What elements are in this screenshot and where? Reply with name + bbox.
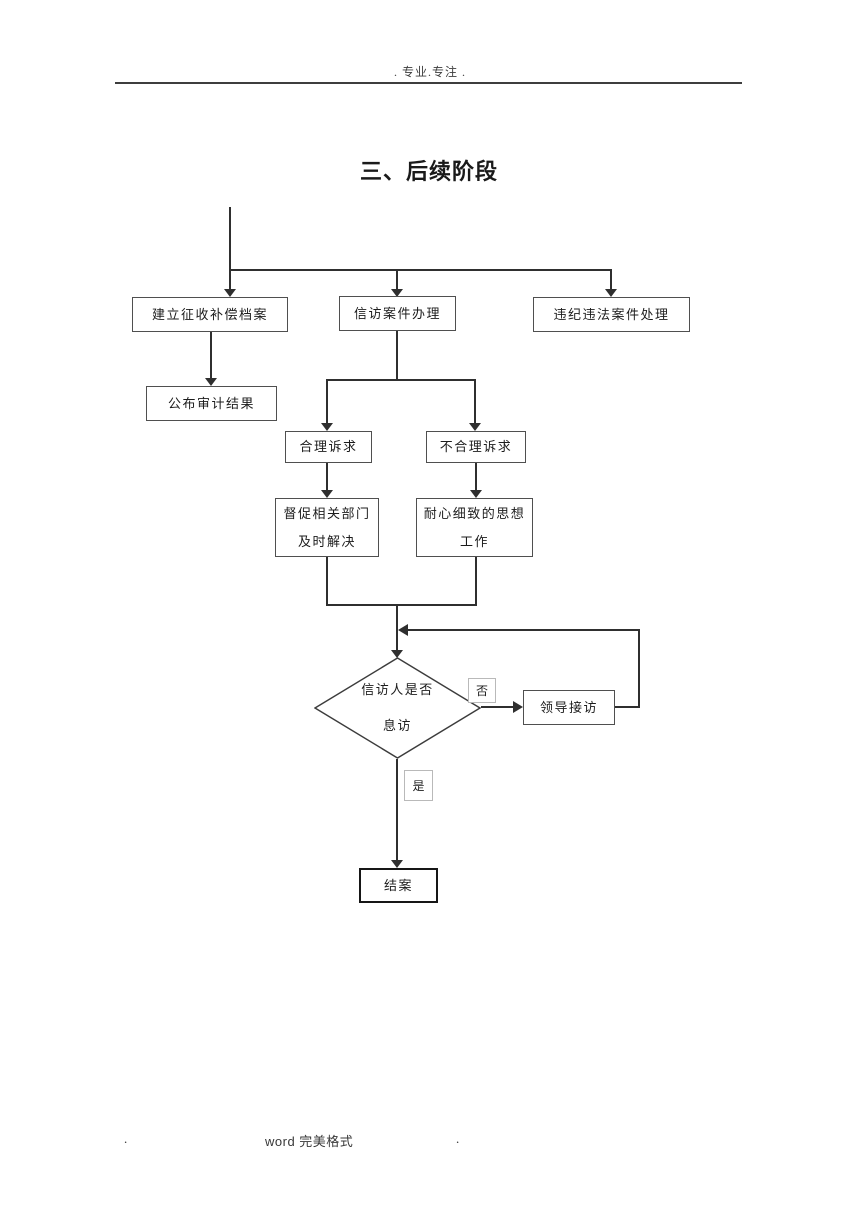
node-leader: 领导接访 bbox=[523, 690, 615, 725]
footer-dot-right: . bbox=[456, 1131, 460, 1146]
connector-feedback-right bbox=[638, 629, 640, 708]
node-patient: 耐心细致的思想 工作 bbox=[416, 498, 533, 557]
arrowhead-unreasonable-patient bbox=[470, 490, 482, 498]
node-reasonable: 合理诉求 bbox=[285, 431, 372, 463]
arrowhead-to-unreasonable bbox=[469, 423, 481, 431]
node-audit: 公布审计结果 bbox=[146, 386, 277, 421]
arrowhead-decision-close bbox=[391, 860, 403, 868]
arrowhead-archive-audit bbox=[205, 378, 217, 386]
arrowhead-to-archive bbox=[224, 289, 236, 297]
node-supervise: 督促相关部门 及时解决 bbox=[275, 498, 379, 557]
connector-patient-merge bbox=[475, 557, 477, 606]
node-petition: 信访案件办理 bbox=[339, 296, 456, 331]
arrowhead-to-reasonable bbox=[321, 423, 333, 431]
edge-label-no: 否 bbox=[468, 678, 496, 703]
connector-unreasonable-patient bbox=[475, 463, 477, 490]
footer-brand: word 完美格式 bbox=[265, 1134, 354, 1149]
connector-to-unreasonable bbox=[474, 381, 476, 423]
edge-label-yes: 是 bbox=[404, 770, 433, 801]
node-unreasonable: 不合理诉求 bbox=[426, 431, 526, 463]
connector-decision-leader bbox=[481, 706, 515, 708]
arrowhead-to-petition bbox=[391, 289, 403, 297]
decision-diamond-shape bbox=[314, 657, 481, 759]
header-rule bbox=[115, 82, 742, 84]
arrowhead-decision-leader bbox=[513, 701, 523, 713]
connector-supervise-merge bbox=[326, 557, 328, 606]
arrowhead-reasonable-supervise bbox=[321, 490, 333, 498]
node-archive: 建立征收补偿档案 bbox=[132, 297, 288, 332]
connector-petition-split bbox=[396, 331, 398, 381]
connector-to-archive bbox=[229, 271, 231, 289]
connector-archive-audit bbox=[210, 332, 212, 378]
connector-merge-bar bbox=[326, 604, 477, 606]
node-violation: 违纪违法案件处理 bbox=[533, 297, 690, 332]
connector-feedback-top bbox=[408, 629, 640, 631]
page-title: 三、后续阶段 bbox=[360, 159, 499, 184]
connector-top-stub bbox=[229, 207, 231, 271]
connector-merge-decision bbox=[396, 604, 398, 650]
connector-to-violation bbox=[610, 271, 612, 289]
connector-reasonable-supervise bbox=[326, 463, 328, 490]
connector-distributor bbox=[229, 269, 612, 271]
footer-dot-left: . bbox=[124, 1131, 128, 1146]
arrowhead-feedback bbox=[398, 624, 408, 636]
node-close: 结案 bbox=[359, 868, 438, 903]
arrowhead-to-violation bbox=[605, 289, 617, 297]
connector-decision-close bbox=[396, 759, 398, 860]
connector-to-petition bbox=[396, 271, 398, 289]
connector-leader-out bbox=[615, 706, 640, 708]
node-decision: 信访人是否 息访 bbox=[361, 681, 434, 733]
arrowhead-merge-decision bbox=[391, 650, 403, 658]
connector-split-bar bbox=[326, 379, 476, 381]
connector-to-reasonable bbox=[326, 381, 328, 423]
header-text: . 专业.专注 . bbox=[393, 65, 466, 79]
